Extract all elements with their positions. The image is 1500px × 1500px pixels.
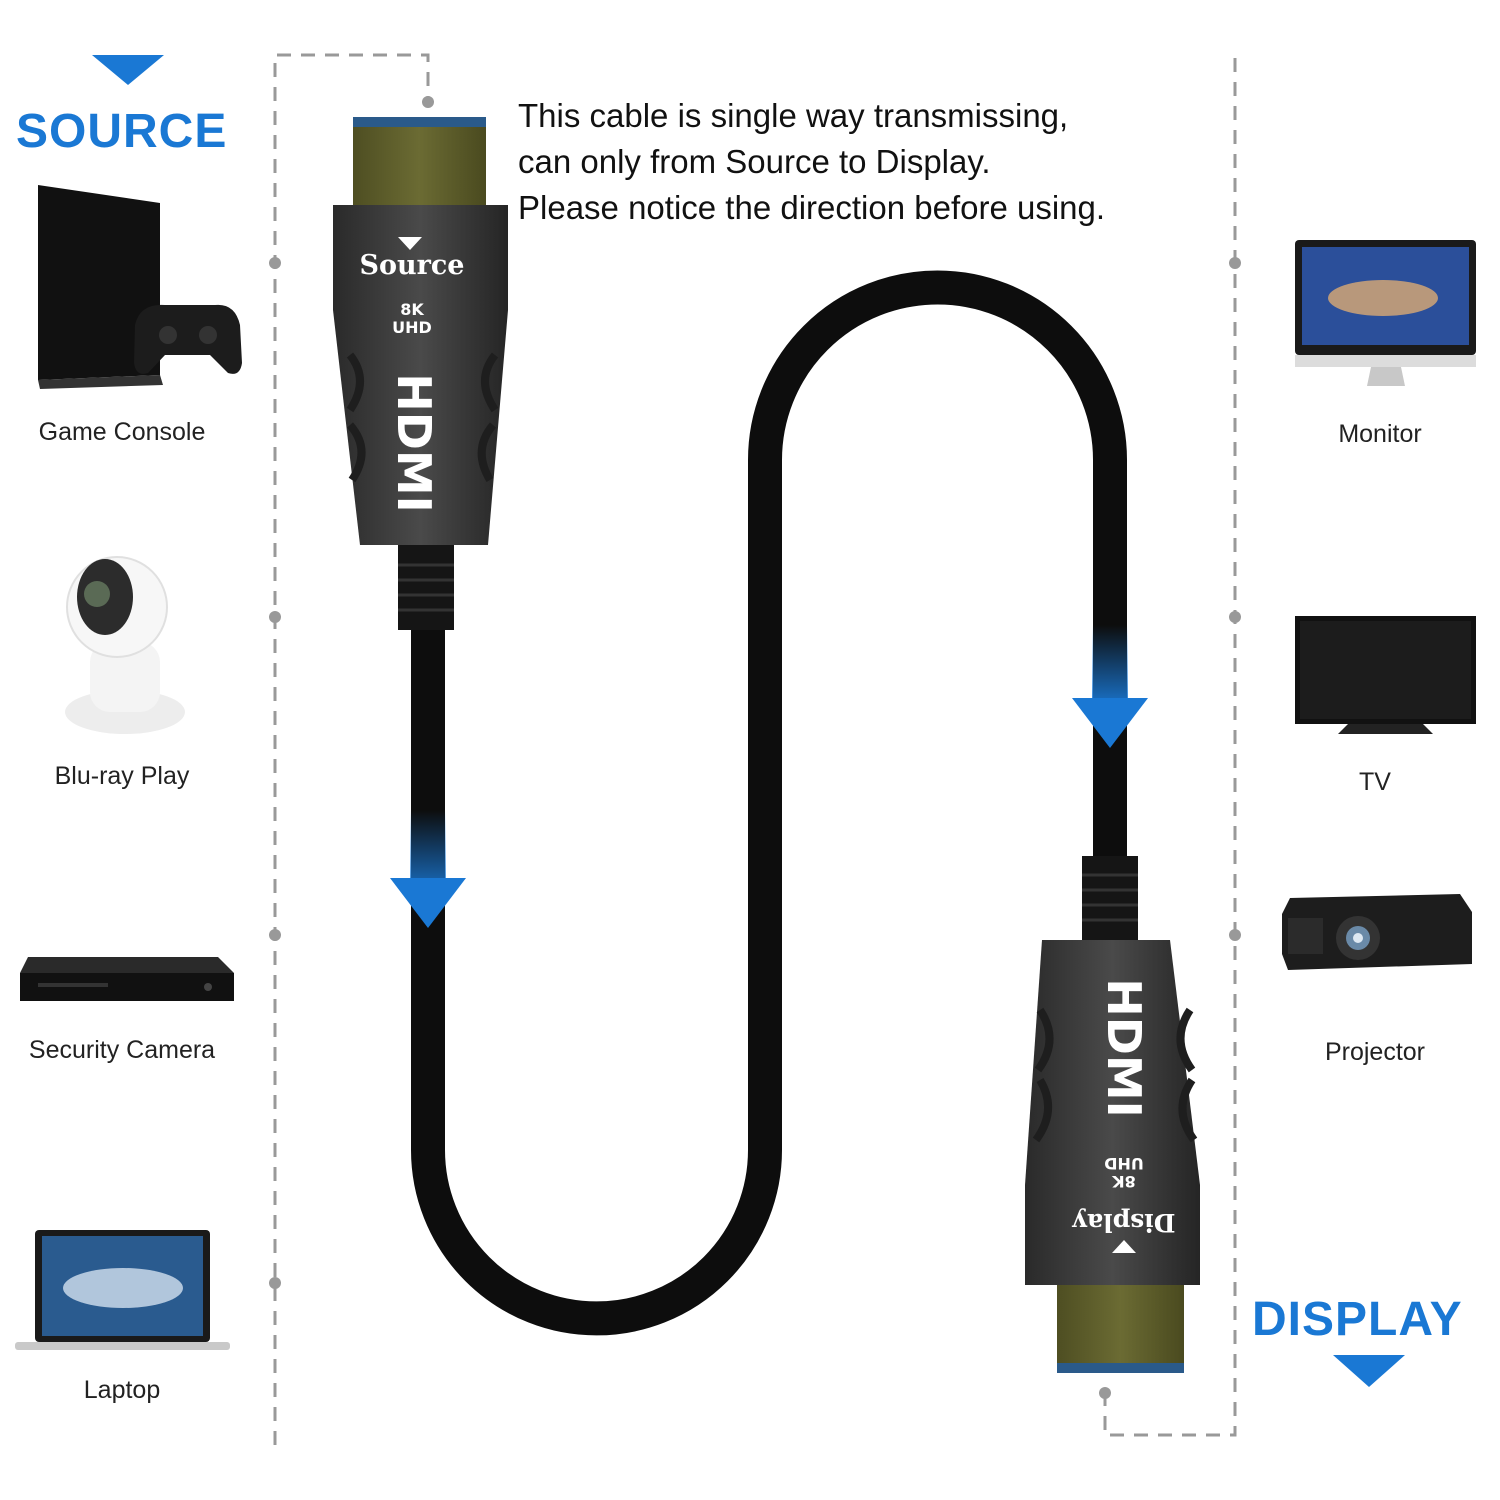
display-spec-uhd: UHD <box>1104 1154 1144 1173</box>
laptop-icon <box>15 1228 230 1353</box>
dvd-player-icon <box>18 955 236 1005</box>
cable <box>411 270 1127 1336</box>
notice-line-3: Please notice the direction before using… <box>518 189 1106 226</box>
display-heading: DISPLAY <box>1252 1293 1463 1346</box>
source-connector <box>333 117 508 630</box>
down-arrow-icon-1 <box>390 810 466 928</box>
source-heading-arrow-icon <box>92 55 164 85</box>
source-connector-label: Source <box>360 250 465 281</box>
camera-label: Blu-ray Play <box>54 762 190 790</box>
notice-line-1: This cable is single way transmissing, <box>518 97 1069 134</box>
source-spec-uhd: UHD <box>392 318 432 337</box>
dashed-guides <box>273 53 1237 1445</box>
projector-icon <box>1280 892 1475 980</box>
display-connector-label: Display <box>1071 1208 1175 1237</box>
monitor-icon <box>1293 238 1478 390</box>
display-heading-arrow-icon <box>1333 1355 1405 1387</box>
display-hdmi-logo: HDMI <box>1097 978 1151 1118</box>
monitor-label: Monitor <box>1338 420 1422 448</box>
direction-notice: This cable is single way transmissing, c… <box>518 93 1238 231</box>
source-spec-8k: 8K <box>400 300 424 319</box>
tv-icon <box>1293 614 1478 739</box>
camera-icon <box>55 552 195 737</box>
dvd-player-label: Security Camera <box>28 1036 216 1064</box>
projector-label: Projector <box>1324 1038 1426 1066</box>
tv-label: TV <box>1359 768 1391 796</box>
game-console-icon <box>30 185 245 390</box>
notice-line-2: can only from Source to Display. <box>518 143 991 180</box>
source-hdmi-logo: HDMI <box>387 373 441 513</box>
guide-dots <box>269 96 1241 1399</box>
display-connector <box>1025 856 1200 1373</box>
display-spec-8k: 8K <box>1112 1172 1136 1191</box>
laptop-label: Laptop <box>83 1376 161 1404</box>
down-arrow-icon-2 <box>1072 625 1148 748</box>
source-heading: SOURCE <box>16 105 228 158</box>
game-console-label: Game Console <box>38 418 206 446</box>
